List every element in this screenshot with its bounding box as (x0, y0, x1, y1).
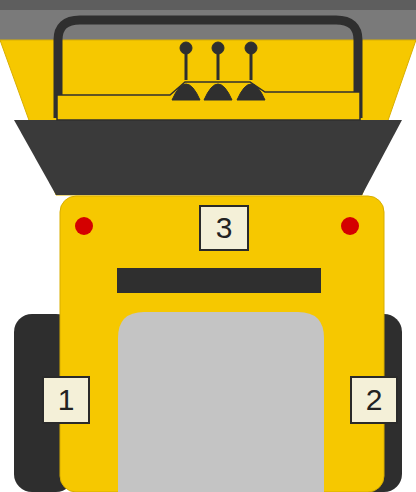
control-panel (57, 82, 360, 120)
callout-number: 3 (199, 205, 249, 251)
rear-bar (117, 268, 321, 293)
control-levers (172, 42, 265, 100)
engine-recess (118, 312, 324, 492)
skip-edge (0, 0, 416, 10)
rear-light (341, 217, 359, 235)
callout-number: 1 (42, 376, 90, 424)
skip-shadow (14, 120, 402, 195)
chassis (60, 196, 384, 492)
rear-light (75, 217, 93, 235)
callout-number: 2 (350, 376, 398, 424)
